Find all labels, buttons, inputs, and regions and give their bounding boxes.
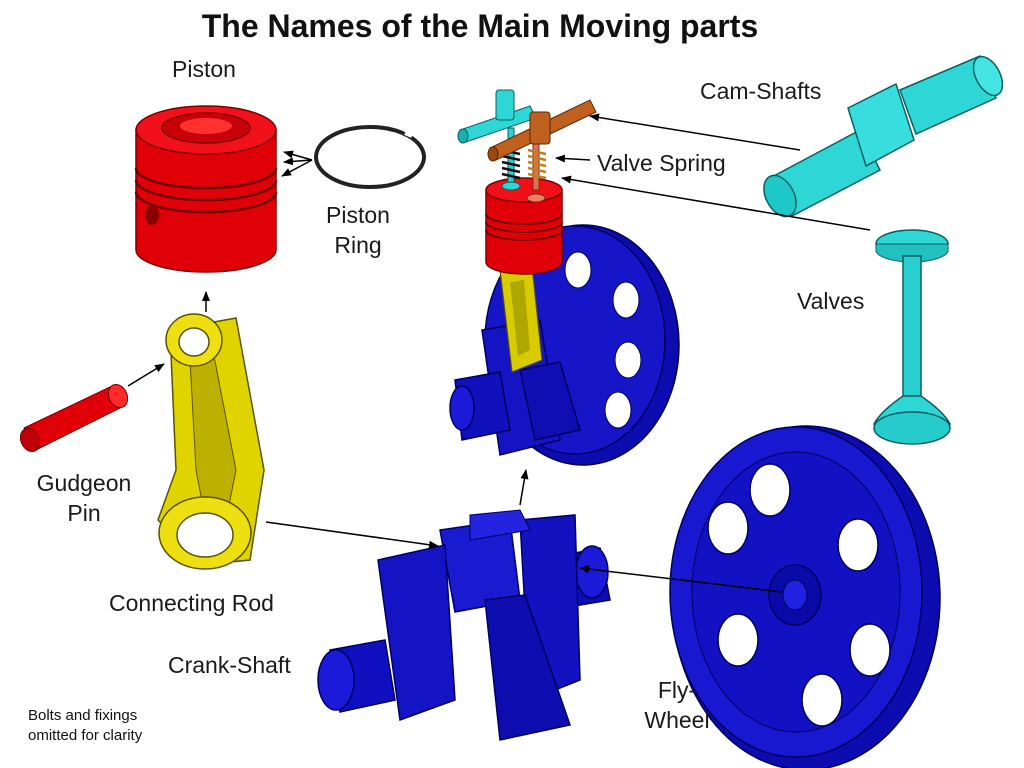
connecting-rod-part [157,313,265,570]
leader-arrows [127,113,871,593]
label-piston-ring: Piston Ring [316,200,400,260]
assembled-engine [449,89,680,466]
fly-wheel-part [669,425,941,768]
footnote: Bolts and fixings omitted for clarity [28,706,142,746]
label-gudgeon-pin: Gudgeon Pin [24,468,144,528]
label-valves: Valves [797,288,865,314]
label-fly-wheel: Fly- Wheel [630,675,724,735]
label-fly-wheel-line2: Wheel [644,707,710,733]
label-connecting-rod: Connecting Rod [109,590,274,616]
label-fly-wheel-line1: Fly- [657,677,697,703]
gudgeon-pin-part [19,383,129,453]
piston-ring-part [314,125,426,189]
label-crank-shaft: Crank-Shaft [168,652,291,678]
label-piston-ring-line2: Ring [334,232,382,258]
cam-shaft-part [763,55,1004,218]
label-valve-spring: Valve Spring [597,150,726,176]
label-piston-ring-line1: Piston [326,202,390,228]
crank-shaft-part [317,509,611,741]
footnote-line2: omitted for clarity [28,727,143,744]
label-cam-shafts: Cam-Shafts [700,78,822,104]
footnote-line1: Bolts and fixings [28,707,138,724]
label-gudgeon-pin-line1: Gudgeon [36,470,132,496]
piston-part [134,105,278,273]
label-piston: Piston [172,56,236,82]
label-gudgeon-pin-line2: Pin [67,500,101,526]
valve-part [872,229,952,445]
page-title: The Names of the Main Moving parts [201,8,759,44]
